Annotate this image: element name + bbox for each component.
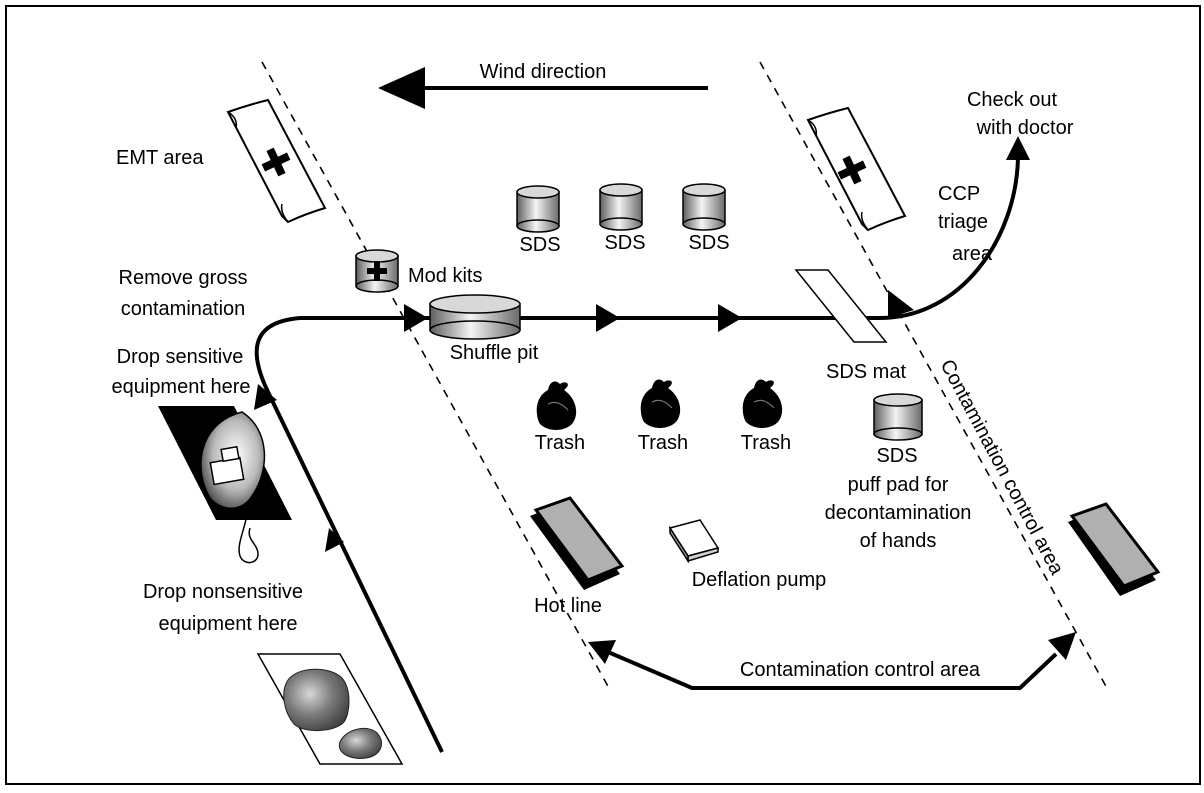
ccp-label-line2: triage (938, 211, 988, 233)
sensitive-equipment-bag-icon (158, 406, 292, 564)
sds-canister-icon (873, 393, 923, 441)
sds-puff-label-line2: puff pad for (848, 474, 949, 496)
drop-sensitive-label-line1: Drop sensitive (117, 346, 244, 368)
first-aid-cross-icon (367, 261, 387, 281)
trash-label: Trash (535, 432, 585, 454)
deflation-pump-icon (668, 519, 720, 564)
ccp-label-line1: CCP (938, 183, 980, 205)
sds-mat (794, 269, 888, 343)
flow-arrowhead (404, 304, 428, 332)
shuffle-pit-label: Shuffle pit (450, 342, 539, 364)
drop-nonsensitive-label-line2: equipment here (159, 613, 298, 635)
ccp-label-line3: area (952, 243, 993, 265)
contamination-control-boundary (759, 61, 1109, 691)
drop-nonsensitive-label-line1: Drop nonsensitive (143, 581, 303, 603)
check-out-label-line2: with doctor (976, 117, 1074, 139)
first-aid-cross-icon (261, 147, 291, 177)
emt-area-pad (226, 98, 327, 224)
trash-label: Trash (741, 432, 791, 454)
sds-label: SDS (688, 232, 729, 254)
sds-canister-icon (682, 183, 726, 231)
flow-arrowhead (325, 528, 344, 552)
sds-puff-label-line1: SDS (876, 445, 917, 467)
contamination-control-area-label: Contamination control area (740, 659, 981, 681)
shuffle-pit (429, 294, 521, 340)
remove-gross-label-line2: contamination (121, 298, 246, 320)
diagram-border (5, 5, 1201, 785)
flow-arrowhead (1006, 136, 1030, 160)
flow-arrowhead (888, 290, 914, 318)
sds-puff-label-line4: of hands (860, 530, 937, 552)
wind-direction-label: Wind direction (480, 61, 607, 83)
decon-pad-icon (530, 496, 625, 590)
check-out-label-line1: Check out (967, 89, 1057, 111)
sds-puff-label-line3: decontamination (825, 502, 972, 524)
contamination-control-area-arrow (588, 632, 1076, 690)
backpack-icon (256, 653, 404, 765)
wind-direction-arrow (378, 67, 708, 109)
sds-mat-label: SDS mat (826, 361, 906, 383)
ccp-triage-pad (806, 106, 907, 232)
deflation-pump-label: Deflation pump (692, 569, 827, 591)
trash-bag-icon (640, 379, 681, 428)
contamination-control-area-diagonal-label: Contamination control area (936, 356, 1069, 579)
drop-sensitive-label-line2: equipment here (112, 376, 251, 398)
mod-kits-canister (355, 249, 399, 293)
sds-canister-icon (516, 185, 560, 233)
trash-bag-icon (536, 381, 577, 430)
decon-flow-path (254, 136, 1030, 753)
sds-label: SDS (519, 234, 560, 256)
emt-area-label: EMT area (116, 147, 204, 169)
trash-label: Trash (638, 432, 688, 454)
sds-canister-icon (599, 183, 643, 231)
mod-kits-label: Mod kits (408, 265, 482, 287)
flow-arrowhead (254, 384, 277, 410)
first-aid-cross-icon (837, 155, 867, 185)
sds-label: SDS (604, 232, 645, 254)
decon-pad-icon (1068, 502, 1161, 596)
trash-bag-icon (742, 379, 783, 428)
remove-gross-label-line1: Remove gross (119, 267, 248, 289)
flow-arrowhead (718, 304, 742, 332)
hot-line-label: Hot line (534, 595, 602, 617)
flow-arrowhead (596, 304, 620, 332)
